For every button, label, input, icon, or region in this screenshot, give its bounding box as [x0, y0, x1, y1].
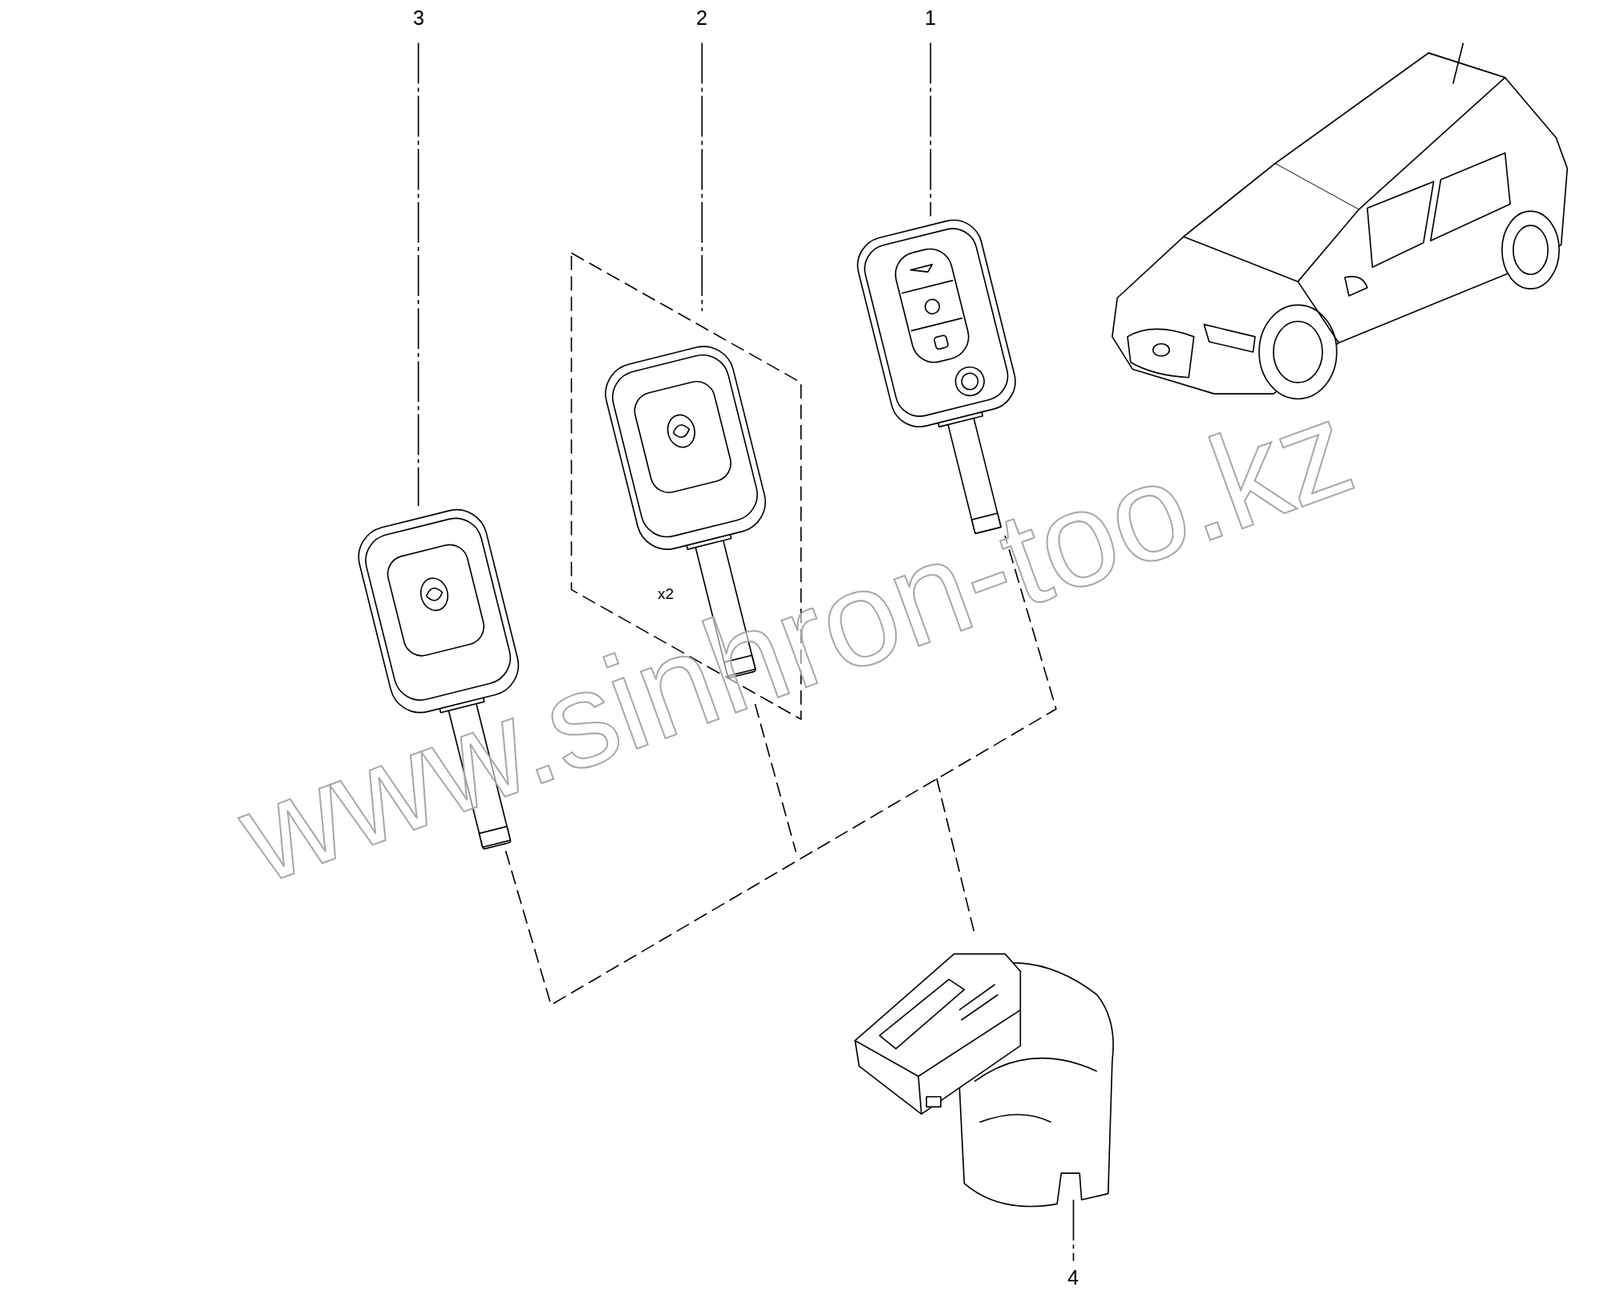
watermark: www.sinhron-too.kz [223, 378, 1368, 905]
callout-number: 2 [696, 7, 708, 30]
callout-number: 1 [924, 7, 936, 30]
callout-number: 3 [413, 7, 425, 30]
callout-number: 4 [1067, 1267, 1079, 1290]
quantity-note: x2 [657, 586, 674, 604]
car-illustration [1112, 42, 1568, 399]
ignition-module [854, 954, 1114, 1208]
